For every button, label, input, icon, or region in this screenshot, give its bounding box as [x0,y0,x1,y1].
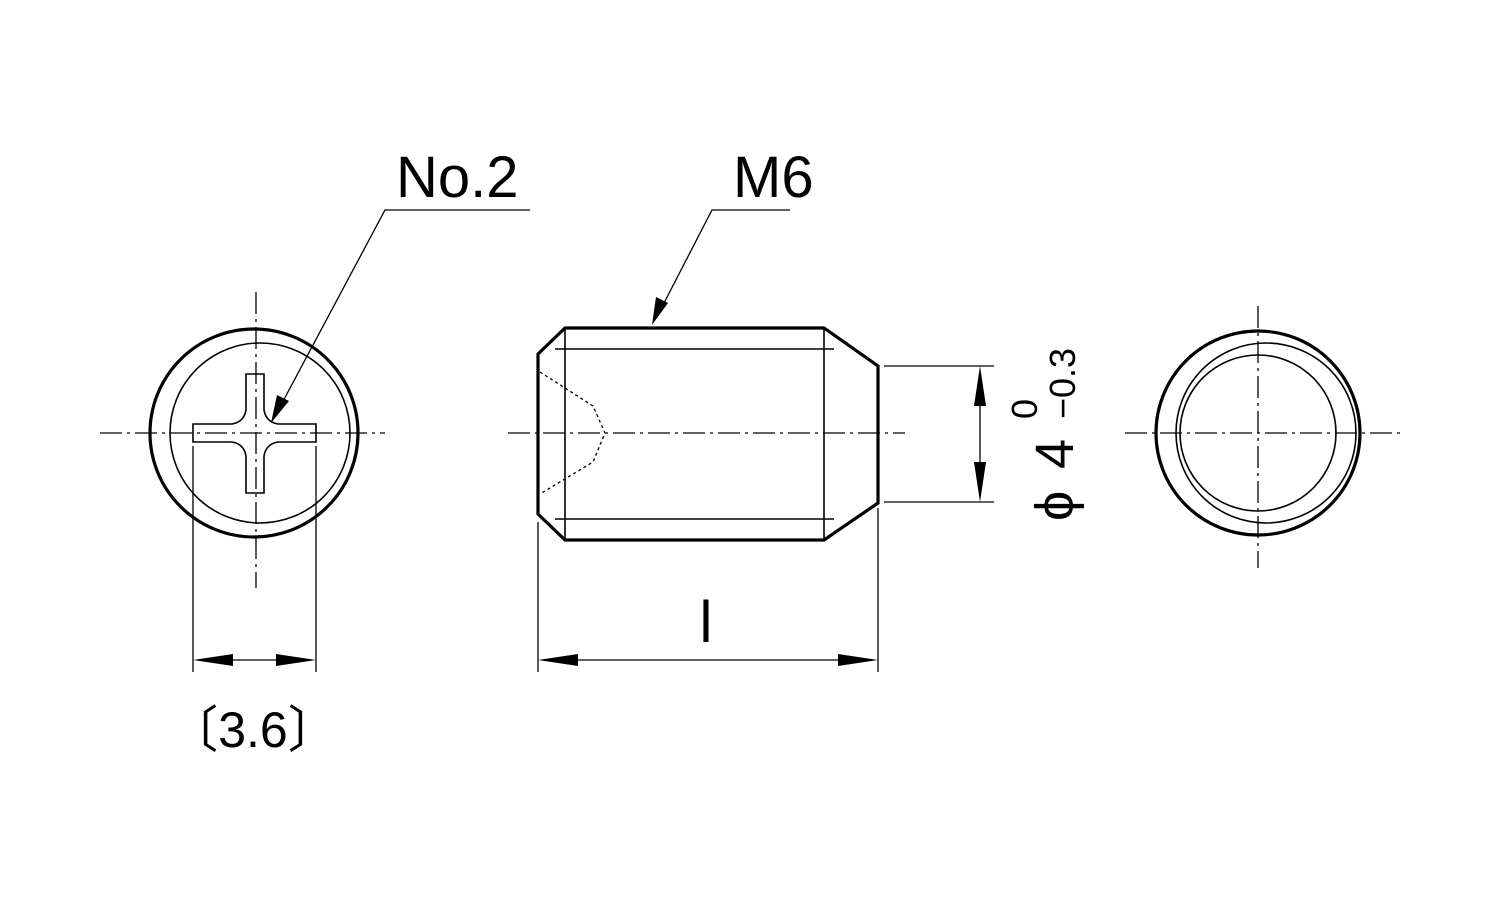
diameter-value: 4 [1025,439,1085,469]
diameter-symbol: ϕ [1025,491,1085,521]
outer-circle [148,327,360,539]
thread-size-label: M6 [733,145,814,210]
point-thread-circle [1175,342,1357,524]
thread-leader-line [663,209,790,304]
side-view: M6 ϕ 4 0 −0.3 l [508,145,1085,672]
width-arrow-left [193,654,233,666]
length-arrow-right [838,654,878,666]
point-face-circle [1179,354,1337,512]
drive-leader-line [280,209,530,406]
front-end-view: No.2 〔3.6〕 [100,145,530,758]
width-arrow-right [276,654,316,666]
drive-size-label: No.2 [396,145,519,210]
length-arrow-left [538,654,578,666]
drive-leader-arrow [271,395,289,423]
inner-circle [169,342,351,524]
thread-leader-arrow [652,297,668,325]
point-end-view [1125,306,1400,568]
cross-recess-icon [192,373,317,494]
diameter-arrow-bottom [974,462,986,502]
point-diameter-annotation: ϕ 4 0 −0.3 [1004,348,1085,521]
point-outer-circle [1154,329,1362,537]
length-label: l [700,590,713,655]
diameter-arrow-top [974,366,986,406]
tolerance-upper: 0 [1004,399,1045,419]
hidden-recess-lines [539,371,606,495]
screw-body-outline [536,326,880,542]
drive-width-label: 〔3.6〕 [168,702,338,758]
tolerance-lower: −0.3 [1042,348,1083,419]
